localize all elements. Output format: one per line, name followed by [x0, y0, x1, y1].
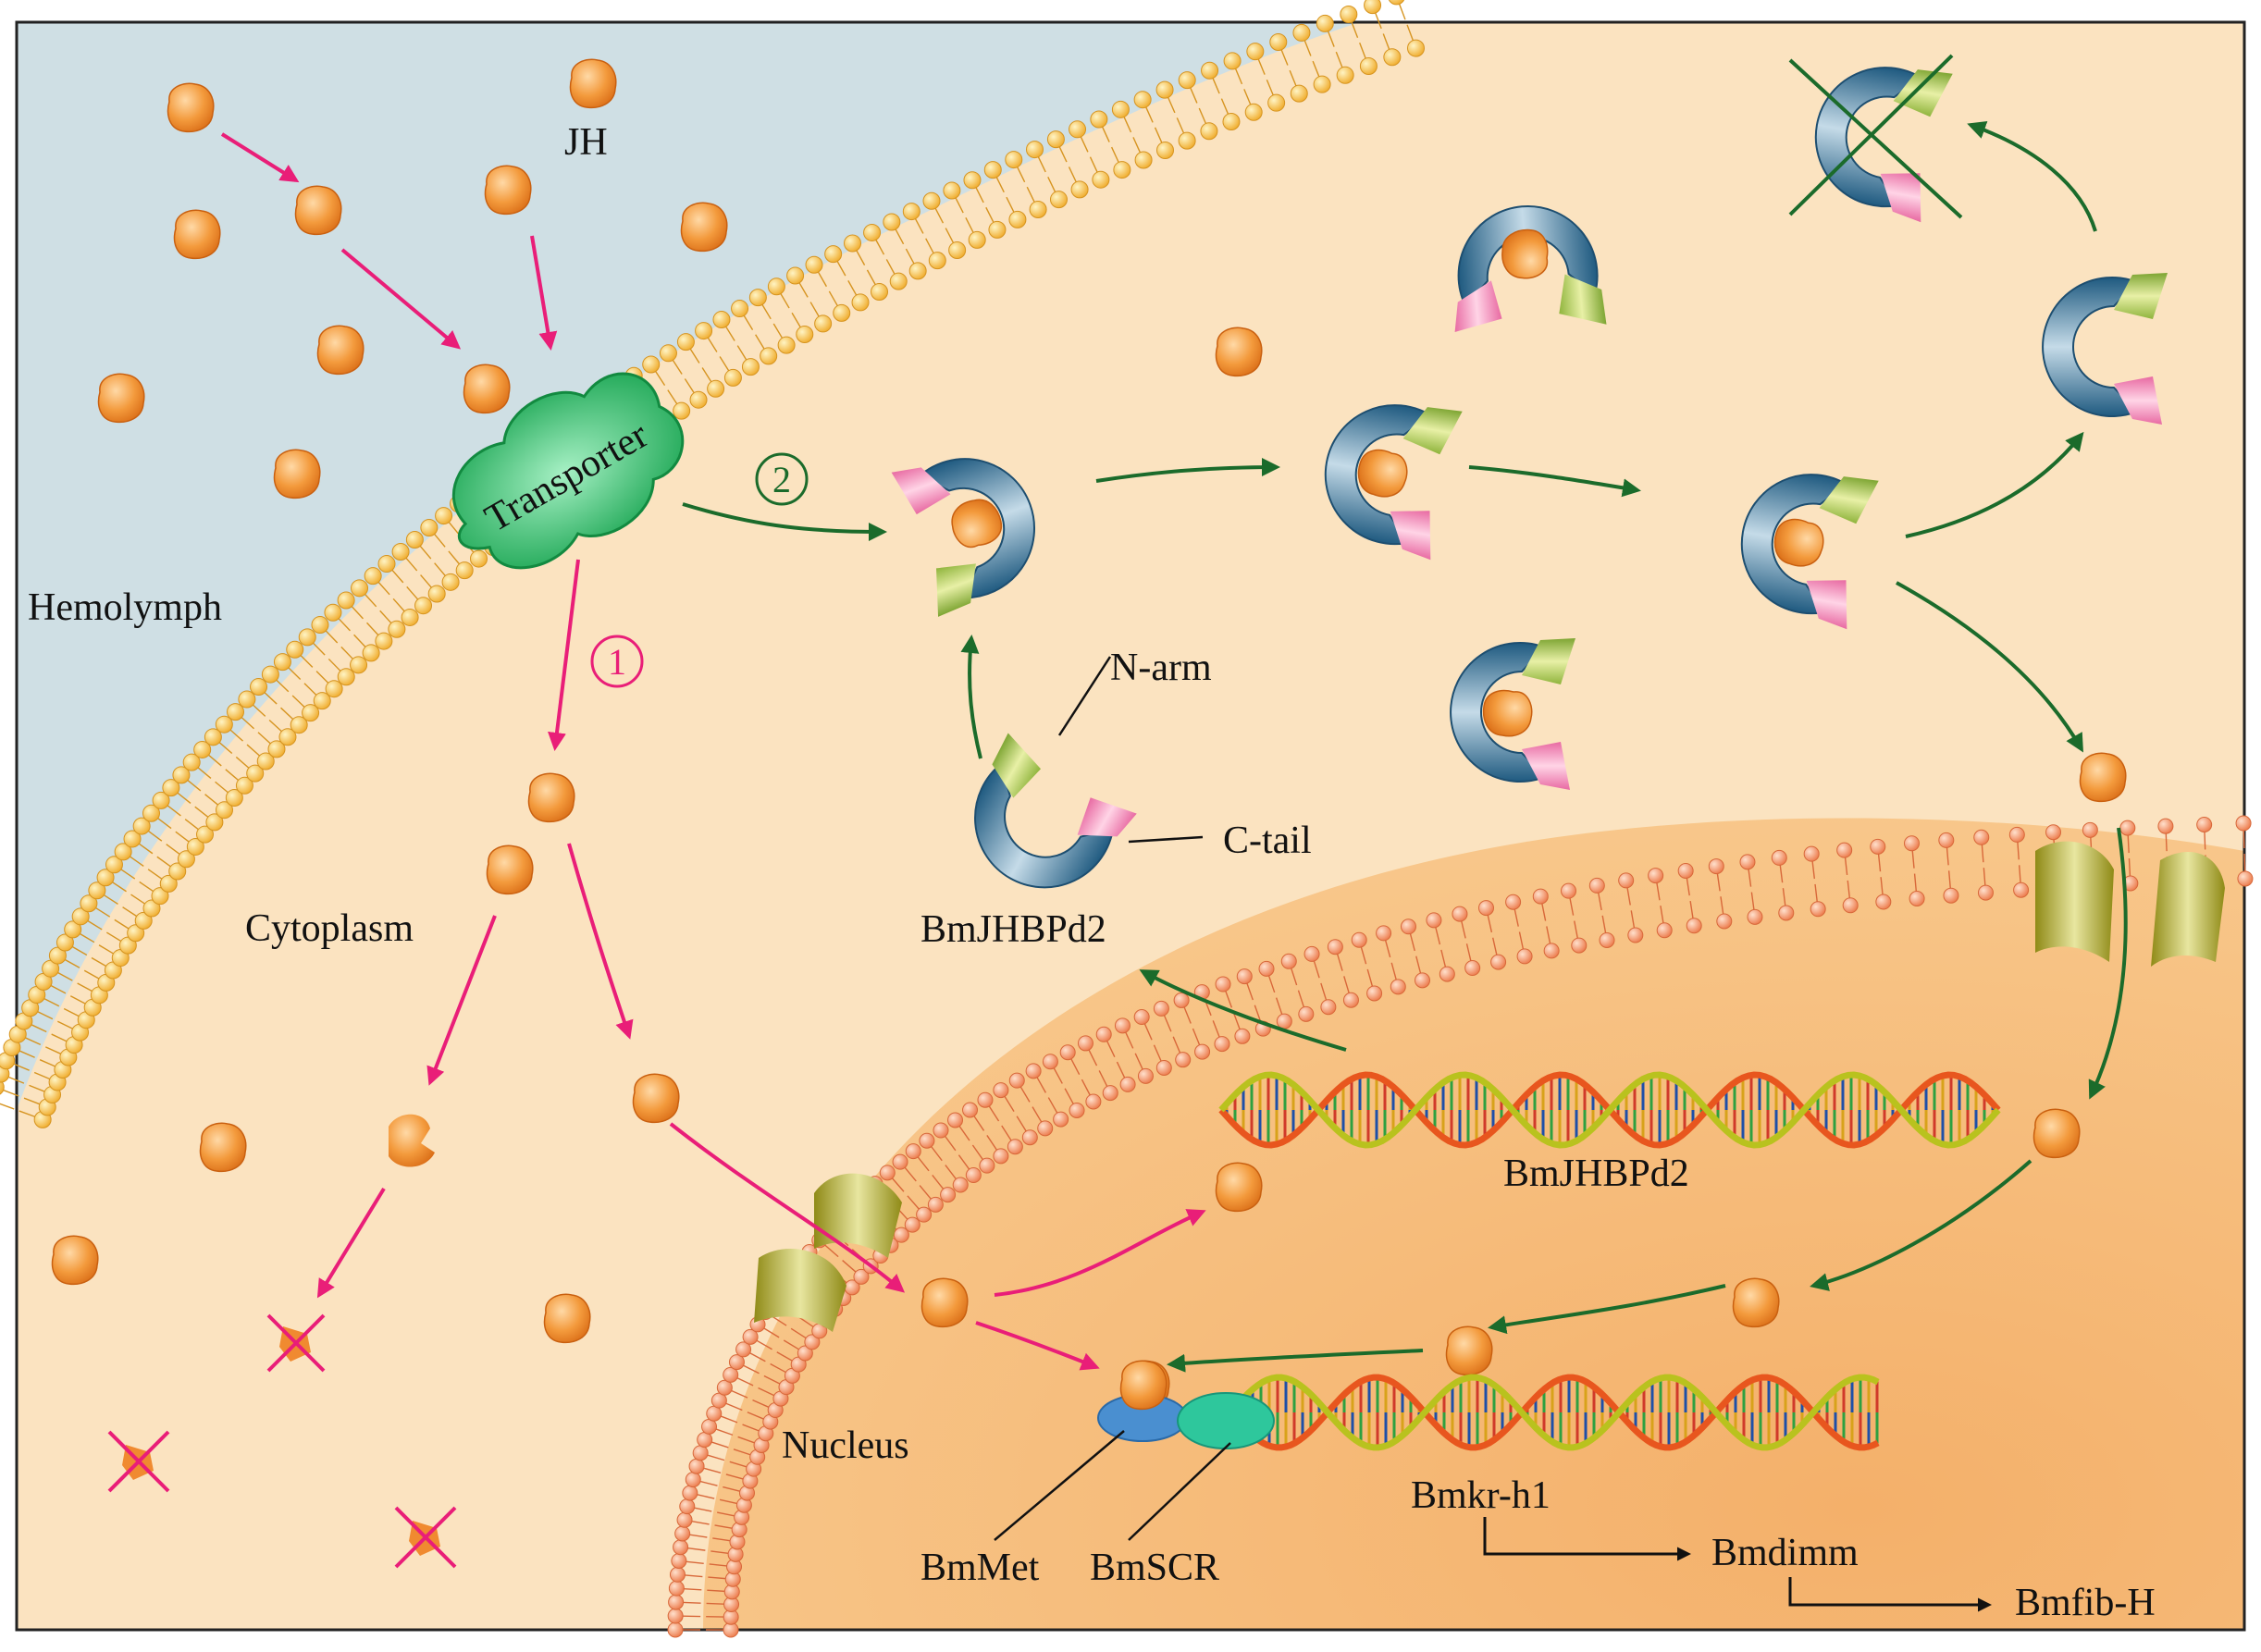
n-arm-label: N-arm: [1110, 647, 1212, 689]
bmfib-h-label: Bmfib-H: [2015, 1582, 2156, 1624]
jh-label: JH: [564, 121, 608, 164]
degraded-jh: [107, 1114, 457, 1569]
gene-cascade-arrows: [1483, 1517, 1992, 1612]
pathway-2-marker: 2: [755, 452, 809, 506]
hemolymph-label: Hemolymph: [28, 586, 222, 629]
cytoplasm-label: Cytoplasm: [245, 907, 414, 950]
bmdimm-label: Bmdimm: [1711, 1532, 1859, 1574]
nuclear-membrane: [667, 815, 2254, 1638]
bmscr-protein: [1177, 1392, 1275, 1449]
c-tail-label: C-tail: [1223, 820, 1312, 862]
pathway-1-marker: 1: [590, 635, 644, 688]
transporter: Transporter: [451, 372, 685, 570]
nuclear-pore: [754, 1173, 902, 1332]
bmkr-h1-label: Bmkr-h1: [1411, 1474, 1551, 1517]
nucleus-label: Nucleus: [782, 1424, 909, 1467]
svg-text:2: 2: [772, 459, 791, 500]
pathway-2-arrows: [682, 120, 2128, 1373]
pathway-1-arrows: [220, 132, 1206, 1371]
dna-helix-bmjhbpd2: [1218, 1071, 2001, 1149]
bmscr-label: BmSCR: [1090, 1547, 1219, 1589]
nuclear-pore: [2035, 841, 2225, 967]
dna-helix-bmkr-h1: [1228, 1374, 1880, 1451]
protein-label: BmJHBPd2: [920, 908, 1106, 951]
leader-lines: [994, 656, 1231, 1541]
gene-label: BmJHBPd2: [1503, 1153, 1689, 1195]
svg-text:1: 1: [608, 641, 626, 683]
degradation-cross: [1788, 54, 1963, 219]
bmmet-label: BmMet: [920, 1547, 1040, 1589]
